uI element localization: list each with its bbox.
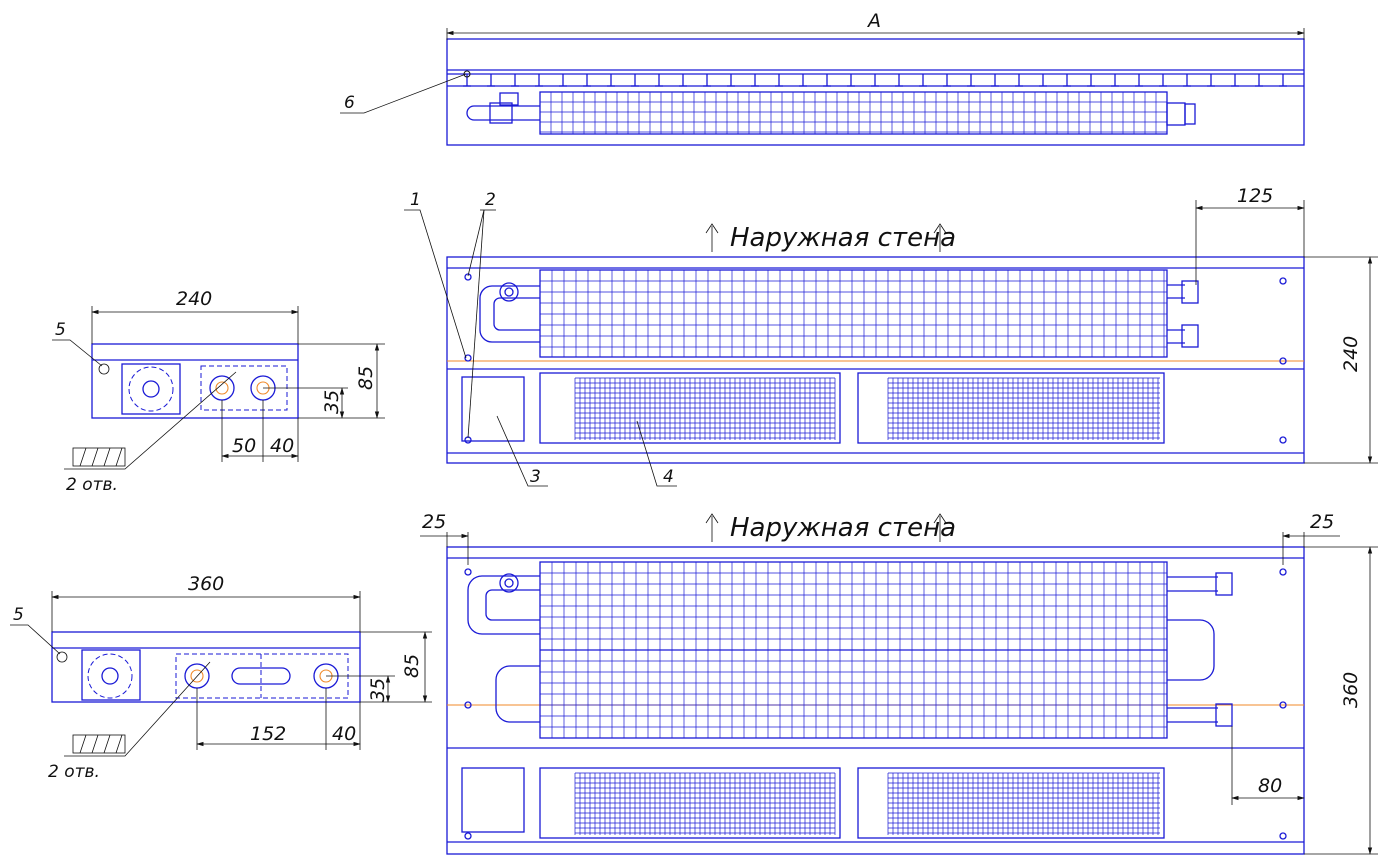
- top-view-body: [446, 38, 1305, 146]
- callout-2: 2: [485, 190, 496, 210]
- holes-label-360: 2 отв.: [48, 762, 100, 782]
- holes-label-240: 2 отв.: [66, 475, 118, 495]
- arrow-up-icon: [705, 513, 719, 542]
- dim-152-label: 152: [250, 723, 286, 745]
- dim-25-right-label: 25: [1310, 511, 1334, 533]
- dim-240-right-label: 240: [1340, 336, 1362, 372]
- fan-unit: [857, 372, 1165, 444]
- arrow-up-icon: [705, 223, 719, 252]
- dim-240-label: 240: [176, 288, 212, 310]
- middle-view: Нарyжная стена 1 2 3 4: [404, 185, 1378, 487]
- fan-mesh: [574, 772, 836, 835]
- bottom-view: Нарyжная стена 25: [420, 511, 1378, 855]
- callout-6: 6: [344, 93, 355, 113]
- dim-360-right-label: 360: [1340, 672, 1362, 708]
- fan-unit: [539, 372, 841, 444]
- fan-mesh: [887, 377, 1160, 440]
- dim-125-label: 125: [1237, 185, 1273, 207]
- junction-box: [461, 376, 525, 442]
- grounding-icon: [98, 363, 110, 375]
- dim-25-left-label: 25: [422, 511, 446, 533]
- dim-35-label: 35: [321, 390, 343, 414]
- fan-unit: [857, 767, 1165, 839]
- top-heat-exchanger: [539, 91, 1168, 135]
- grounding-icon: [56, 651, 68, 663]
- fan-mesh: [574, 377, 836, 440]
- arrow-up-icon: [933, 513, 947, 542]
- section-240-body: [91, 343, 299, 419]
- dim-a-label: A: [866, 10, 881, 32]
- callout-1: 1: [410, 190, 421, 210]
- fan-housing: [81, 649, 141, 701]
- callout-4: 4: [663, 467, 674, 487]
- top-grille-bars: [463, 74, 1287, 87]
- fan-unit: [539, 767, 841, 839]
- hatched-note-box: [72, 447, 126, 467]
- callout-3: 3: [530, 467, 541, 487]
- top-fins: [540, 92, 1167, 134]
- dim-35-label: 35: [367, 678, 389, 702]
- wall-label-bottom: Нарyжная стена: [730, 513, 956, 543]
- fan-mesh: [887, 772, 1160, 835]
- dim-40-label: 40: [332, 723, 356, 745]
- section-360-body: [51, 631, 361, 703]
- top-pipe-loop: [466, 105, 540, 121]
- junction-box: [461, 767, 525, 833]
- fan-housing: [121, 363, 181, 415]
- callout-5: 5: [13, 605, 24, 625]
- arrow-up-icon: [933, 223, 947, 252]
- dim-85-label: 85: [401, 654, 423, 678]
- heat-exchanger-middle: [539, 269, 1168, 358]
- hatched-note-box: [72, 734, 126, 754]
- middle-view-body: [446, 256, 1305, 464]
- top-view: A 6: [340, 10, 1305, 146]
- dim-360-label: 360: [188, 573, 224, 595]
- bottom-fins: [540, 562, 1167, 738]
- bottom-view-body: [446, 546, 1305, 855]
- section-240: 240 85 35 50 40 5 2 отв.: [52, 288, 385, 495]
- dim-85-label: 85: [355, 366, 377, 390]
- wall-label-middle: Нарyжная стена: [730, 223, 956, 253]
- section-360: 360 85 35 152 40 5 2 отв.: [10, 573, 432, 782]
- dim-50-label: 50: [232, 435, 256, 457]
- dim-40-label: 40: [270, 435, 294, 457]
- callout-5: 5: [55, 320, 66, 340]
- dim-80-label: 80: [1258, 775, 1282, 797]
- middle-fins: [540, 270, 1167, 357]
